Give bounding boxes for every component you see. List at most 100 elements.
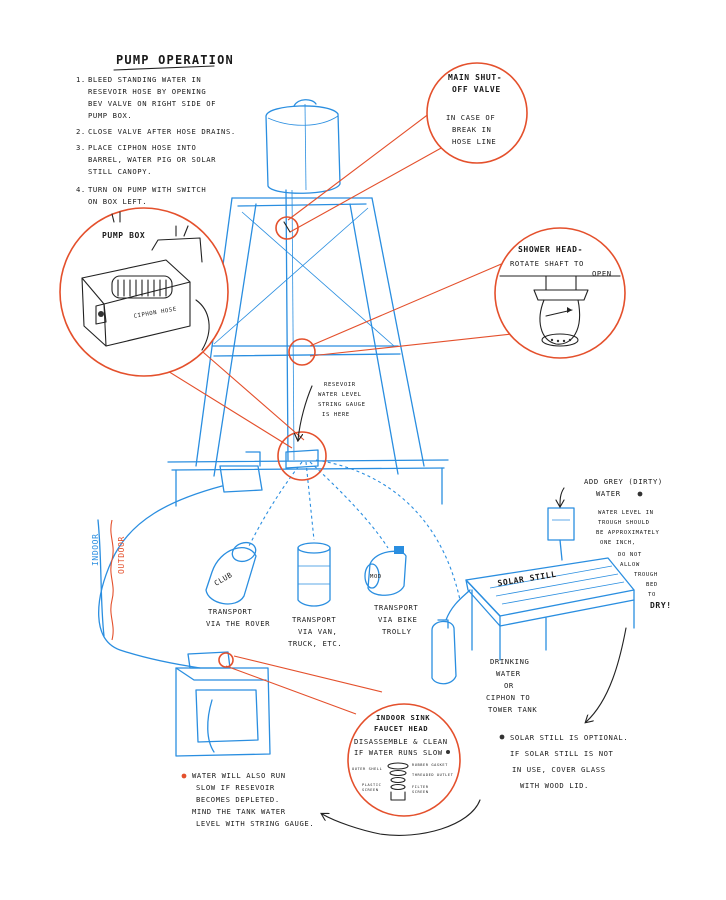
svg-text:IS HERE: IS HERE bbox=[322, 412, 350, 418]
solar-still-arrow bbox=[586, 627, 627, 722]
svg-text:INDOOR SINK: INDOOR SINK bbox=[376, 713, 430, 722]
svg-text:ADD GREY (DIRTY): ADD GREY (DIRTY) bbox=[584, 477, 663, 486]
svg-text:MAIN SHUT-: MAIN SHUT- bbox=[448, 73, 502, 82]
svg-text:TURN ON PUMP WITH SWITCH: TURN ON PUMP WITH SWITCH bbox=[88, 185, 206, 194]
pump-box-callout bbox=[59, 207, 327, 481]
svg-text:TOWER TANK: TOWER TANK bbox=[488, 705, 537, 714]
svg-text:TRANSPORT: TRANSPORT bbox=[208, 607, 252, 616]
solar-optional-text: SOLAR STILL IS OPTIONAL. IF SOLAR STILL … bbox=[499, 733, 628, 790]
svg-text:RESEVOIR: RESEVOIR bbox=[324, 382, 356, 388]
svg-text:TO: TO bbox=[648, 592, 656, 598]
svg-text:PUMP BOX.: PUMP BOX. bbox=[88, 111, 132, 120]
svg-text:BED: BED bbox=[646, 582, 658, 588]
svg-text:HOSE LINE: HOSE LINE bbox=[452, 137, 496, 146]
svg-text:WITH WOOD LID.: WITH WOOD LID. bbox=[520, 781, 589, 790]
svg-text:ALLOW: ALLOW bbox=[620, 562, 640, 568]
svg-text:VIA BIKE: VIA BIKE bbox=[378, 615, 417, 624]
svg-text:MIND THE TANK WATER: MIND THE TANK WATER bbox=[192, 807, 286, 816]
svg-text:FILTER: FILTER bbox=[412, 785, 429, 789]
gauge-note-text: RESEVOIR WATER LEVEL STRING GAUGE IS HER… bbox=[318, 382, 366, 418]
svg-text:TRUCK, ETC.: TRUCK, ETC. bbox=[288, 639, 342, 648]
indoor-outdoor-divider bbox=[97, 519, 114, 641]
svg-text:DRINKING: DRINKING bbox=[490, 657, 529, 666]
indoor-label: INDOOR bbox=[91, 534, 100, 567]
svg-text:SCREEN: SCREEN bbox=[362, 788, 379, 792]
svg-text:3.: 3. bbox=[76, 143, 86, 152]
svg-text:TROUGH SHOULD: TROUGH SHOULD bbox=[598, 520, 650, 526]
svg-text:OFF VALVE: OFF VALVE bbox=[452, 85, 501, 94]
supply-hose bbox=[98, 485, 223, 669]
svg-text:TRANSPORT: TRANSPORT bbox=[292, 615, 336, 624]
svg-text:IN USE, COVER GLASS: IN USE, COVER GLASS bbox=[512, 765, 606, 774]
gauge-arrow bbox=[298, 385, 313, 440]
svg-text:4.: 4. bbox=[76, 185, 86, 194]
svg-text:2.: 2. bbox=[76, 127, 86, 136]
svg-text:LEVEL WITH STRING GAUGE.: LEVEL WITH STRING GAUGE. bbox=[196, 819, 314, 828]
svg-text:RUBBER GASKET: RUBBER GASKET bbox=[412, 763, 448, 767]
svg-text:TRANSPORT: TRANSPORT bbox=[374, 603, 418, 612]
svg-text:SLOW IF RESEVOIR: SLOW IF RESEVOIR bbox=[196, 783, 275, 792]
svg-text:BARREL, WATER PIG OR SOLAR: BARREL, WATER PIG OR SOLAR bbox=[88, 155, 216, 164]
svg-text:ONE INCH,: ONE INCH, bbox=[600, 540, 636, 546]
svg-text:STRING GAUGE: STRING GAUGE bbox=[318, 402, 366, 408]
svg-text:ON BOX LEFT.: ON BOX LEFT. bbox=[88, 197, 147, 206]
shower-head-title: SHOWER HEAD- bbox=[518, 245, 583, 254]
svg-text:TROUGH: TROUGH bbox=[634, 572, 658, 578]
sink-note-arrow bbox=[322, 799, 481, 836]
water-tower bbox=[167, 99, 449, 507]
svg-text:IF SOLAR STILL IS NOT: IF SOLAR STILL IS NOT bbox=[510, 749, 614, 758]
svg-text:OPEN: OPEN bbox=[592, 269, 612, 278]
svg-text:VIA THE ROVER: VIA THE ROVER bbox=[206, 619, 270, 628]
sink-faucet-callout bbox=[218, 652, 461, 817]
svg-text:STILL CANOPY.: STILL CANOPY. bbox=[88, 167, 152, 176]
svg-text:FAUCET HEAD: FAUCET HEAD bbox=[374, 724, 428, 733]
svg-text:WATER: WATER bbox=[496, 669, 521, 678]
distribution-lines bbox=[247, 459, 461, 601]
svg-text:VIA VAN,: VIA VAN, bbox=[298, 627, 337, 636]
solar-still-drawing bbox=[431, 507, 635, 685]
club-badge: CLUB bbox=[213, 570, 235, 588]
shower-head-callout bbox=[288, 227, 626, 366]
svg-text:BEV VALVE ON RIGHT SIDE OF: BEV VALVE ON RIGHT SIDE OF bbox=[88, 99, 216, 108]
svg-text:PLASTIC: PLASTIC bbox=[362, 783, 381, 787]
solar-still-label: SOLAR STILL bbox=[497, 570, 557, 588]
svg-text:OR: OR bbox=[504, 681, 514, 690]
svg-text:1.: 1. bbox=[76, 75, 86, 84]
svg-text:SOLAR STILL IS OPTIONAL.: SOLAR STILL IS OPTIONAL. bbox=[510, 733, 628, 742]
svg-text:BECOMES DEPLETED.: BECOMES DEPLETED. bbox=[196, 795, 280, 804]
pump-box-title: PUMP BOX bbox=[102, 231, 145, 240]
club-container-drawing bbox=[205, 541, 257, 605]
indoor-sink-drawing bbox=[175, 651, 271, 757]
svg-text:BLEED STANDING WATER IN: BLEED STANDING WATER IN bbox=[88, 75, 201, 84]
sink-faucet-text: INDOOR SINK FAUCET HEAD DISASSEMBLE & CL… bbox=[352, 713, 454, 794]
svg-text:OUTER SHELL: OUTER SHELL bbox=[352, 767, 382, 771]
svg-text:CIPHON TO: CIPHON TO bbox=[486, 693, 530, 702]
svg-text:IN CASE OF: IN CASE OF bbox=[446, 113, 495, 122]
svg-text:IF WATER RUNS SLOW: IF WATER RUNS SLOW bbox=[354, 748, 443, 757]
pump-operation-title: PUMP OPERATION bbox=[116, 53, 234, 67]
svg-text:WATER LEVEL IN: WATER LEVEL IN bbox=[598, 510, 654, 516]
svg-text:TROLLY: TROLLY bbox=[382, 627, 412, 636]
outdoor-label: OUTDOOR bbox=[117, 536, 126, 574]
svg-text:SCREEN: SCREEN bbox=[412, 790, 429, 794]
svg-text:RESEVOIR HOSE BY OPENING: RESEVOIR HOSE BY OPENING bbox=[88, 87, 206, 96]
pump-operation-text: PUMP OPERATION 1. BLEED STANDING WATER I… bbox=[76, 53, 236, 206]
svg-text:PLACE CIPHON HOSE INTO: PLACE CIPHON HOSE INTO bbox=[88, 143, 196, 152]
barrel-drawing bbox=[297, 542, 331, 607]
svg-text:CLOSE VALVE AFTER HOSE DRAINS.: CLOSE VALVE AFTER HOSE DRAINS. bbox=[88, 127, 236, 136]
grey-water-arrow bbox=[560, 487, 565, 506]
svg-text:DO NOT: DO NOT bbox=[618, 552, 642, 558]
svg-text:WATER: WATER bbox=[596, 489, 621, 498]
svg-text:WATER LEVEL: WATER LEVEL bbox=[318, 392, 362, 398]
svg-text:BE APPROXIMATELY: BE APPROXIMATELY bbox=[596, 530, 660, 536]
svg-text:DRY!: DRY! bbox=[650, 601, 672, 610]
main-shutoff-text: MAIN SHUT- OFF VALVE IN CASE OF BREAK IN… bbox=[446, 73, 502, 146]
svg-text:THREADED OUTLET: THREADED OUTLET bbox=[412, 773, 454, 777]
svg-text:WATER WILL ALSO RUN: WATER WILL ALSO RUN bbox=[192, 771, 286, 780]
mod-badge: MOD bbox=[370, 574, 382, 580]
svg-text:ROTATE SHAFT TO: ROTATE SHAFT TO bbox=[510, 259, 584, 268]
water-pig-drawing bbox=[364, 546, 407, 596]
drinking-water-text: DRINKING WATER OR CIPHON TO TOWER TANK bbox=[486, 657, 537, 714]
grey-water-text: ADD GREY (DIRTY) WATER WATER LEVEL IN TR… bbox=[584, 477, 672, 610]
svg-text:DISASSEMBLE & CLEAN: DISASSEMBLE & CLEAN bbox=[354, 737, 448, 746]
